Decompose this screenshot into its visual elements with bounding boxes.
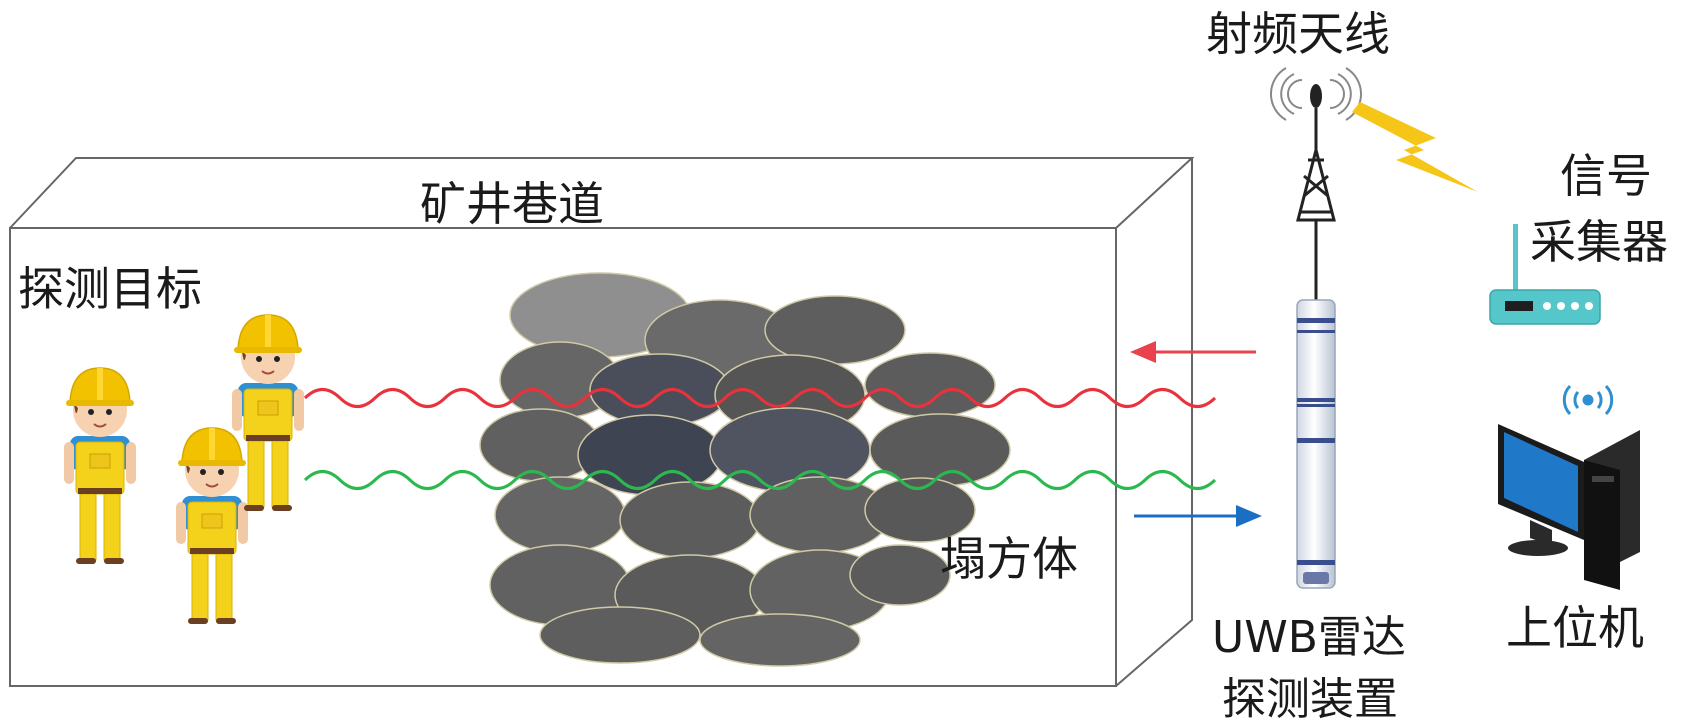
arrow-outgoing: [1130, 341, 1256, 363]
router-icon: [1489, 224, 1601, 325]
radar-label-line1: UWB雷达: [1212, 612, 1406, 663]
wifi-icon: [1562, 384, 1614, 416]
transmit-wave: [303, 388, 1217, 408]
radar-label-line2: 探测装置: [1222, 674, 1398, 725]
collapse-label: 塌方体: [940, 532, 1078, 586]
tunnel-label: 矿井巷道: [420, 177, 604, 231]
receive-wave: [303, 470, 1217, 490]
arrow-incoming: [1134, 505, 1262, 527]
targets-label: 探测目标: [18, 262, 202, 316]
rock-pile-icon: [479, 272, 1011, 667]
antenna-label: 射频天线: [1206, 7, 1390, 61]
collector-label-line1: 信号: [1560, 149, 1652, 203]
lightning-icon: [1352, 102, 1478, 192]
computer-icon: [1498, 424, 1640, 590]
collector-label-line2: 采集器: [1530, 215, 1668, 269]
computer-label: 上位机: [1506, 601, 1644, 655]
antenna-tower-icon: [1269, 67, 1363, 300]
radar-probe-icon: [1296, 299, 1336, 589]
